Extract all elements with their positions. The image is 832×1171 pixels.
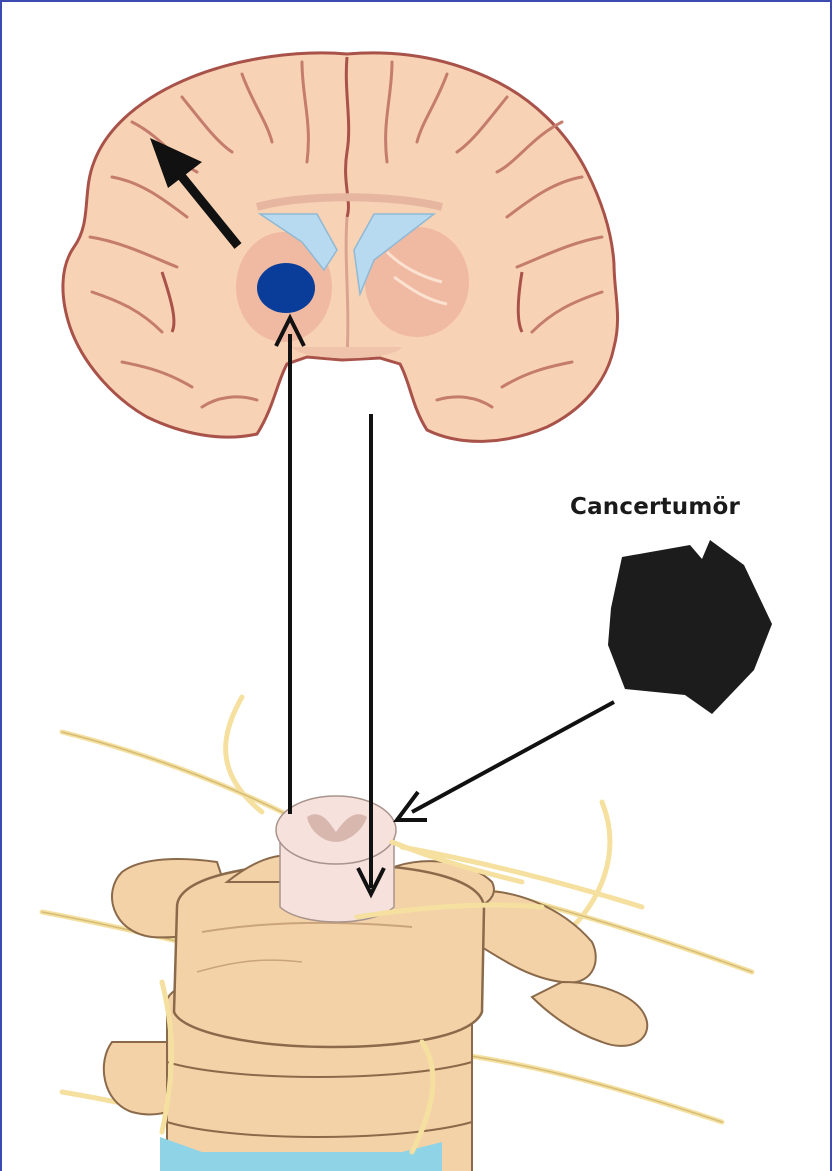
spinal-cord-with-vertebrae bbox=[42, 697, 752, 1171]
tumor-label: Cancertumör bbox=[570, 494, 740, 520]
arrow-tumor-to-spine bbox=[397, 702, 614, 820]
arrow-spine-to-thalamus bbox=[276, 318, 304, 814]
brain-coronal-section bbox=[63, 53, 618, 441]
cancer-tumor-icon bbox=[608, 540, 772, 714]
thalamus-dot-icon bbox=[257, 263, 315, 313]
